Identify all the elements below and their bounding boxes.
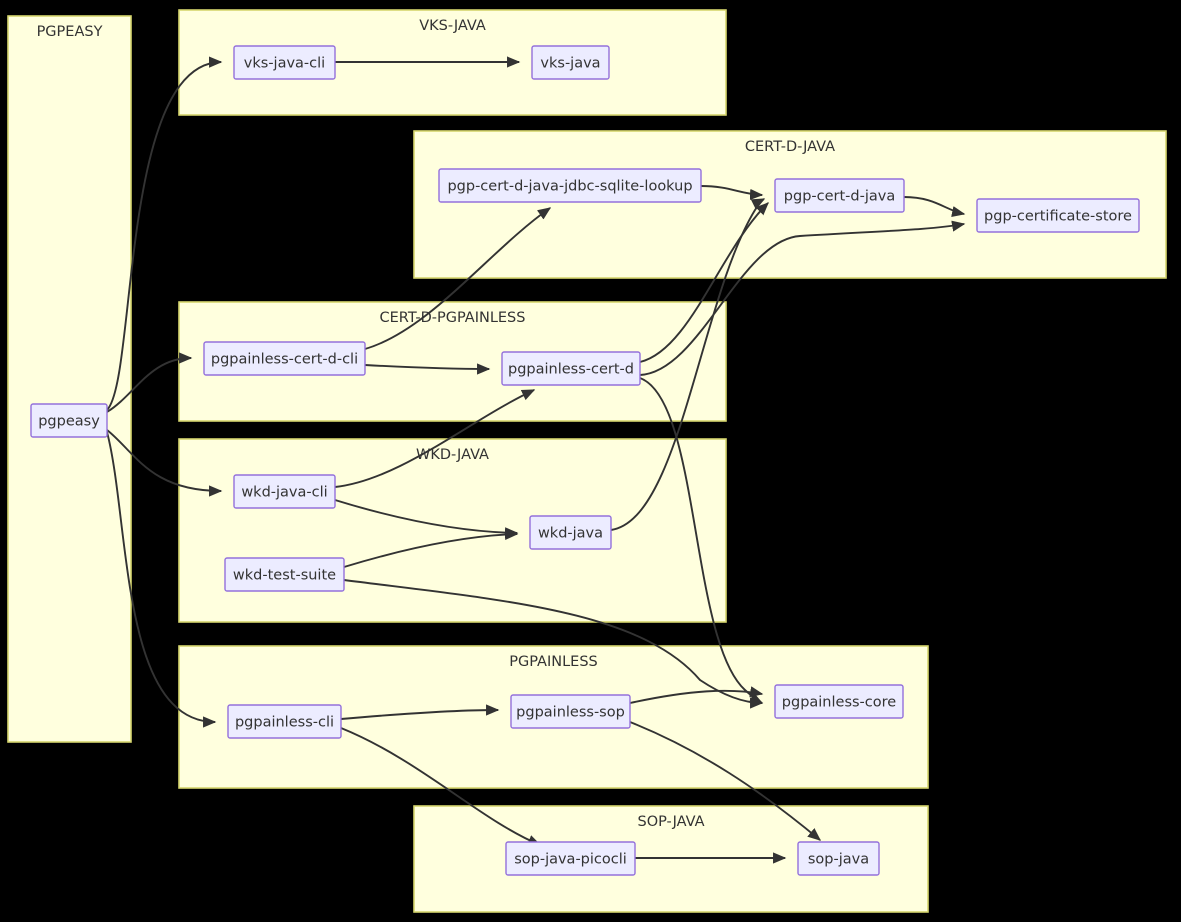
cluster-pgpeasy: PGPEASY	[7, 15, 132, 743]
cluster-label-cert_d_java: CERT-D-JAVA	[745, 139, 835, 155]
node-box-pgpeasy[interactable]	[30, 403, 108, 438]
node-label-pgpainless_core: pgpainless-core	[782, 695, 896, 711]
node-label-pgp_certificate_store: pgp-certificate-store	[984, 209, 1132, 225]
edge-pgpeasy-to-wkd_java_cli	[106, 429, 223, 497]
node-label-pgpainless_cert_d_cli: pgpainless-cert-d-cli	[211, 352, 358, 368]
cluster-label-cert_d_pgpainless: CERT-D-PGPAINLESS	[380, 310, 526, 326]
node-box-pgpainless_core[interactable]	[774, 684, 904, 719]
cluster-group: PGPEASY VKS-JAVA CERT-D-JAVA CERT-D-PGPAINL…	[7, 9, 1167, 913]
node-box-vks_java_cli[interactable]	[233, 45, 336, 80]
edge-pgpainless_cert_d-to-pgp_cert_d_java	[639, 202, 769, 363]
node-label-wkd_test_suite: wkd-test-suite	[233, 568, 336, 584]
node-label-sop_java_picocli: sop-java-picocli	[514, 852, 627, 868]
edge-wkd_java_lib-to-pgp_cert_d_java	[610, 198, 766, 531]
node-label-pgpainless_cert_d: pgpainless-cert-d	[508, 362, 634, 378]
node-pgpainless_core[interactable]: pgpainless-core	[774, 684, 904, 719]
node-pgpainless_cert_d[interactable]: pgpainless-cert-d	[501, 351, 641, 386]
node-pgp_certificate_store[interactable]: pgp-certificate-store	[976, 198, 1140, 233]
node-sop_java[interactable]: sop-java	[797, 841, 880, 876]
edge-pgpainless_sop-to-pgpainless_core	[629, 686, 764, 704]
node-box-pgp_certificate_store[interactable]	[976, 198, 1140, 233]
node-box-vks_java[interactable]	[531, 45, 610, 80]
node-label-vks_java: vks-java	[540, 56, 600, 72]
node-box-pgp_cert_d_java_jdbc_sqlite_lookup[interactable]	[438, 168, 702, 203]
node-pgp_cert_d_java[interactable]: pgp-cert-d-java	[774, 178, 905, 213]
edge-pgpainless_cli-to-pgpainless_sop	[340, 704, 500, 720]
node-box-sop_java[interactable]	[797, 841, 880, 876]
node-box-pgp_cert_d_java[interactable]	[774, 178, 905, 213]
edge-pgpeasy-to-vks_java_cli	[106, 56, 223, 411]
cluster-label-sop_java: SOP-JAVA	[637, 814, 704, 830]
node-label-pgp_cert_d_java_jdbc_sqlite_lookup: pgp-cert-d-java-jdbc-sqlite-lookup	[447, 179, 692, 195]
node-label-pgpainless_cli: pgpainless-cli	[235, 715, 334, 731]
cluster-box-pgpeasy	[7, 15, 132, 743]
edge-pgpeasy-to-pgpainless_cli	[106, 431, 217, 728]
edge-group	[106, 56, 966, 864]
node-label-pgp_cert_d_java: pgp-cert-d-java	[784, 189, 895, 205]
node-box-pgpainless_sop[interactable]	[510, 694, 631, 729]
node-group: pgpeasy vks-java-cli vks-java pgp-cert-d-ja…	[30, 45, 1140, 876]
node-box-wkd_java_lib[interactable]	[529, 515, 612, 550]
node-label-sop_java: sop-java	[808, 852, 869, 868]
node-box-pgpainless_cert_d[interactable]	[501, 351, 641, 386]
edge-wkd_test_suite-to-pgpainless_core	[343, 579, 764, 709]
node-wkd_java_lib[interactable]: wkd-java	[529, 515, 612, 550]
edge-wkd_java_cli-to-wkd_java_lib	[334, 499, 519, 539]
node-box-wkd_java_cli[interactable]	[233, 474, 336, 509]
node-box-pgpainless_cert_d_cli[interactable]	[203, 341, 366, 376]
cluster-label-wkd_java: WKD-JAVA	[416, 447, 489, 463]
edge-pgp_cert_d_java-to-pgp_certificate_store	[903, 196, 966, 217]
node-box-wkd_test_suite[interactable]	[224, 557, 345, 592]
edge-pgpainless_sop-to-sop_java	[629, 721, 822, 841]
cluster-label-vks_java: VKS-JAVA	[419, 18, 486, 34]
node-vks_java[interactable]: vks-java	[531, 45, 610, 80]
node-label-vks_java_cli: vks-java-cli	[244, 56, 325, 72]
node-label-wkd_java_lib: wkd-java	[538, 526, 603, 542]
node-sop_java_picocli[interactable]: sop-java-picocli	[505, 841, 636, 876]
cluster-label-pgpeasy: PGPEASY	[37, 24, 103, 40]
node-pgpainless_sop[interactable]: pgpainless-sop	[510, 694, 631, 729]
node-label-pgpeasy: pgpeasy	[38, 414, 100, 430]
node-box-sop_java_picocli[interactable]	[505, 841, 636, 876]
node-label-pgpainless_sop: pgpainless-sop	[516, 705, 625, 721]
node-pgp_cert_d_java_jdbc_sqlite_lookup[interactable]: pgp-cert-d-java-jdbc-sqlite-lookup	[438, 168, 702, 203]
edge-pgpainless_cert_d_cli-to-pgpainless_cert_d	[364, 363, 491, 375]
node-pgpainless_cert_d_cli[interactable]: pgpainless-cert-d-cli	[203, 341, 366, 376]
node-pgpeasy[interactable]: pgpeasy	[30, 403, 108, 438]
edge-wkd_java_cli-to-pgpainless_cert_d	[334, 389, 536, 488]
node-pgpainless_cli[interactable]: pgpainless-cli	[227, 704, 342, 739]
edge-pgp_cert_d_java_jdbc_sqlite_lookup-to-pgp_cert_d_java	[700, 185, 764, 201]
node-label-wkd_java_cli: wkd-java-cli	[241, 485, 327, 501]
edge-pgpainless_cert_d-to-pgp_certificate_store	[639, 220, 966, 376]
node-box-pgpainless_cli[interactable]	[227, 704, 342, 739]
cluster-label-pgpainless: PGPAINLESS	[509, 654, 598, 670]
edge-wkd_test_suite-to-wkd_java_lib	[343, 528, 519, 568]
edge-pgpainless_cert_d_cli-to-pgp_cert_d_java_jdbc_sqlite_lookup	[364, 207, 552, 350]
edge-pgpainless_cli-to-sop_java_picocli	[340, 727, 542, 846]
node-vks_java_cli[interactable]: vks-java-cli	[233, 45, 336, 80]
edge-pgpeasy-to-pgpainless_cert_d_cli	[106, 352, 193, 413]
node-wkd_test_suite[interactable]: wkd-test-suite	[224, 557, 345, 592]
node-wkd_java_cli[interactable]: wkd-java-cli	[233, 474, 336, 509]
